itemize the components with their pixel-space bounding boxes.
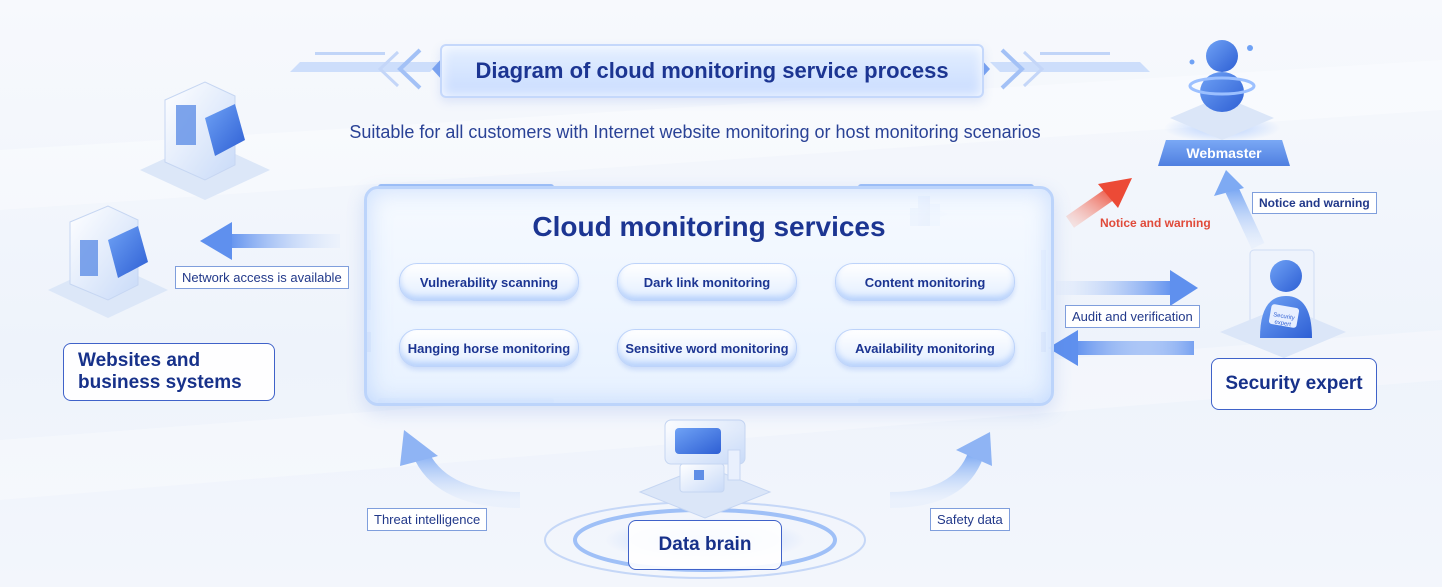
arrow-audit-right bbox=[1056, 270, 1198, 306]
page-title: Diagram of cloud monitoring service proc… bbox=[475, 58, 949, 83]
security-expert-icon: Security expert bbox=[1220, 249, 1346, 358]
building-icon-top bbox=[140, 81, 270, 200]
arrow-audit-left bbox=[1048, 330, 1194, 366]
node-security-expert: Security expert bbox=[1211, 358, 1377, 410]
arrow-network-access bbox=[200, 222, 340, 260]
service-availability-monitoring: Availability monitoring bbox=[835, 329, 1015, 367]
webmaster-icon bbox=[1164, 40, 1280, 142]
service-dark-link-monitoring: Dark link monitoring bbox=[617, 263, 797, 301]
node-data-brain: Data brain bbox=[628, 520, 782, 570]
svg-text:Security: Security bbox=[1273, 312, 1295, 322]
label-safety-data: Safety data bbox=[930, 508, 1010, 531]
arrow-safety-data bbox=[889, 432, 992, 508]
arrow-notice-red bbox=[1066, 178, 1132, 228]
label-network-access: Network access is available bbox=[175, 266, 349, 289]
node-websites-label: Websites and business systems bbox=[78, 350, 242, 393]
service-sensitive-word-monitoring: Sensitive word monitoring bbox=[617, 329, 797, 367]
node-websites: Websites and business systems bbox=[63, 343, 275, 401]
svg-text:expert: expert bbox=[1274, 319, 1292, 328]
label-audit-verification: Audit and verification bbox=[1065, 305, 1200, 328]
node-webmaster: Webmaster bbox=[1158, 140, 1290, 166]
label-notice-warning-red: Notice and warning bbox=[1100, 216, 1211, 230]
cloud-monitoring-panel: Cloud monitoring services Vulnerability … bbox=[364, 186, 1054, 406]
arrow-threat-intel bbox=[400, 430, 521, 508]
panel-title: Cloud monitoring services bbox=[532, 211, 886, 242]
arrow-notice-up bbox=[1214, 170, 1265, 249]
service-content-monitoring: Content monitoring bbox=[835, 263, 1015, 301]
label-threat-intelligence: Threat intelligence bbox=[367, 508, 488, 531]
label-notice-warning: Notice and warning bbox=[1252, 192, 1377, 214]
service-vulnerability-scanning: Vulnerability scanning bbox=[399, 263, 579, 301]
title-banner: Diagram of cloud monitoring service proc… bbox=[440, 44, 984, 98]
title-wing-left bbox=[290, 44, 464, 94]
building-icon-bottom bbox=[48, 205, 168, 318]
subtitle: Suitable for all customers with Internet… bbox=[349, 122, 1041, 142]
service-hanging-horse-monitoring: Hanging horse monitoring bbox=[399, 329, 579, 367]
